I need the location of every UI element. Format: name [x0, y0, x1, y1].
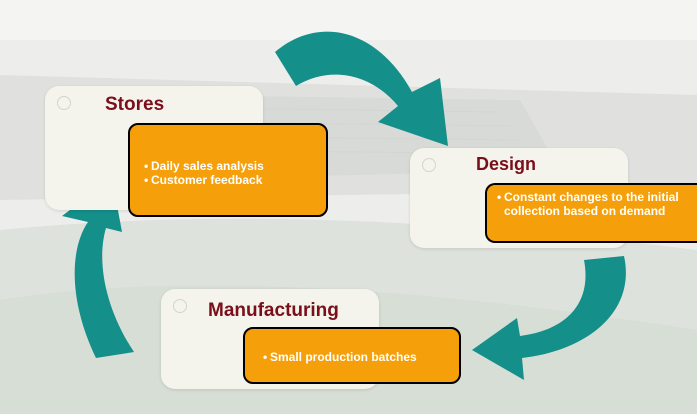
design-card: Constant changes to the initial collecti… [485, 183, 697, 243]
stores-title: Stores [105, 94, 165, 115]
stores-point-1: Daily sales analysis [144, 159, 326, 173]
stores-points-list: Daily sales analysis Customer feedback [144, 159, 326, 187]
stores-card: Daily sales analysis Customer feedback [128, 123, 328, 217]
manufacturing-card: Small production batches [243, 327, 461, 384]
curved-arrow-icon [275, 31, 448, 147]
design-point-1: Constant changes to the initial collecti… [497, 190, 691, 218]
design-points-list: Constant changes to the initial collecti… [497, 190, 691, 218]
manufacturing-point-1: Small production batches [263, 350, 459, 364]
stores-point-2: Customer feedback [144, 173, 326, 187]
manufacturing-points-list: Small production batches [263, 350, 459, 364]
curved-arrow-icon [62, 178, 134, 358]
design-bullet-circle-icon [422, 158, 436, 172]
design-title: Design [476, 154, 537, 174]
curved-arrow-icon [472, 256, 626, 380]
stores-bullet-circle-icon [57, 96, 71, 110]
manufacturing-title: Manufacturing [208, 300, 339, 321]
manufacturing-bullet-circle-icon [173, 299, 187, 313]
